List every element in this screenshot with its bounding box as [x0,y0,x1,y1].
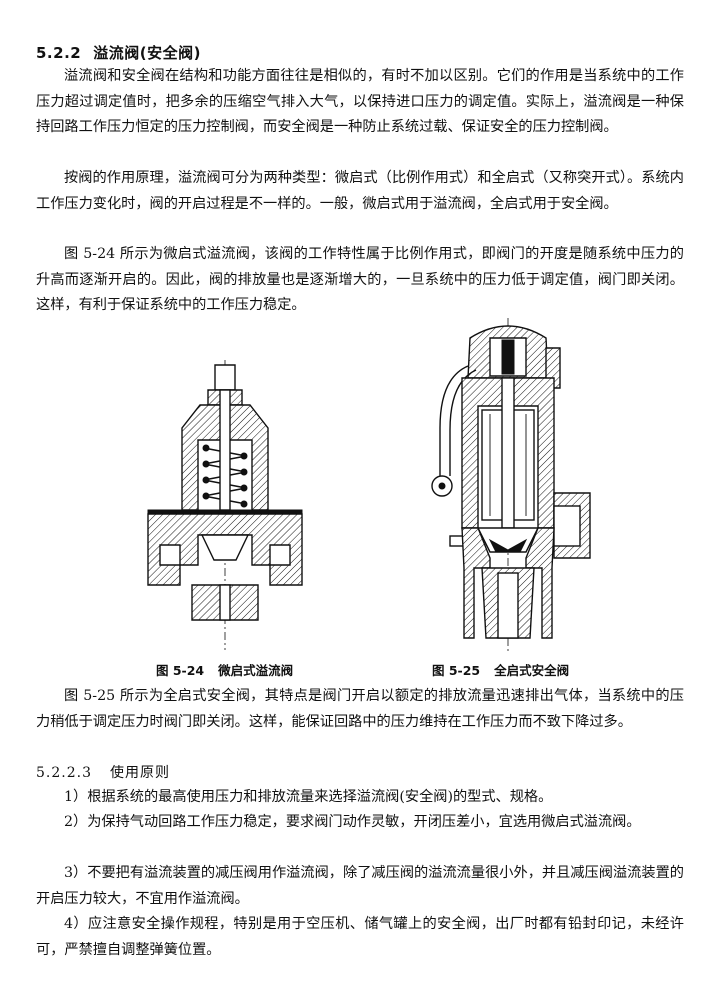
paragraph-fig-5-25: 图 5-25 所示为全启式安全阀，其特点是阀门开启以额定的排放流量迅速排出气体，… [36,688,684,730]
subsection-title: 使用原则 [109,765,170,781]
figure-5-25-number: 图 5-25 [432,663,481,678]
figure-5-25-caption: 图 5-25 全启式安全阀 [432,660,569,679]
relief-valve-drawing [147,360,303,650]
principle-1: 1）根据系统的最高使用压力和排放流量来选择溢流阀(安全阀)的型式、规格。 [64,789,553,805]
principle-2: 2）为保持气动回路工作压力稳定，要求阀门动作灵敏，开闭压差小，宜选用微启式溢流阀… [64,814,641,830]
section-title: 溢流阀(安全阀) [93,44,201,62]
section-number: 5.2.2 [36,44,82,62]
subsection-number: 5.2.2.3 [36,765,92,781]
figure-5-24-caption: 图 5-24 微启式溢流阀 [156,660,293,679]
subsection-heading: 5.2.2.3 使用原则 [36,762,170,782]
principle-4: 4）应注意安全操作规程，特别是用于空压机、储气罐上的安全阀，出厂时都有铅封印记，… [36,916,684,958]
section-heading: 5.2.2 溢流阀(安全阀) [36,42,201,63]
paragraph-types: 按阀的作用原理，溢流阀可分为两种类型：微启式（比例作用式）和全启式（又称突开式）… [36,170,684,212]
figure-5-24-number: 图 5-24 [156,663,205,678]
paragraph-definition: 溢流阀和安全阀在结构和功能方面往往是相似的，有时不加以区别。它们的作用是当系统中… [36,68,684,135]
principle-3: 3）不要把有溢流装置的减压阀用作溢流阀，除了减压阀的溢流流量很小外，并且减压阀溢… [36,865,684,907]
paragraph-fig-5-24: 图 5-24 所示为微启式溢流阀，该阀的工作特性属于比例作用式，即阀门的开度是随… [36,246,684,313]
safety-valve-drawing [431,318,591,653]
figure-5-25-title: 全启式安全阀 [494,663,570,678]
figure-5-24-title: 微启式溢流阀 [218,663,294,678]
